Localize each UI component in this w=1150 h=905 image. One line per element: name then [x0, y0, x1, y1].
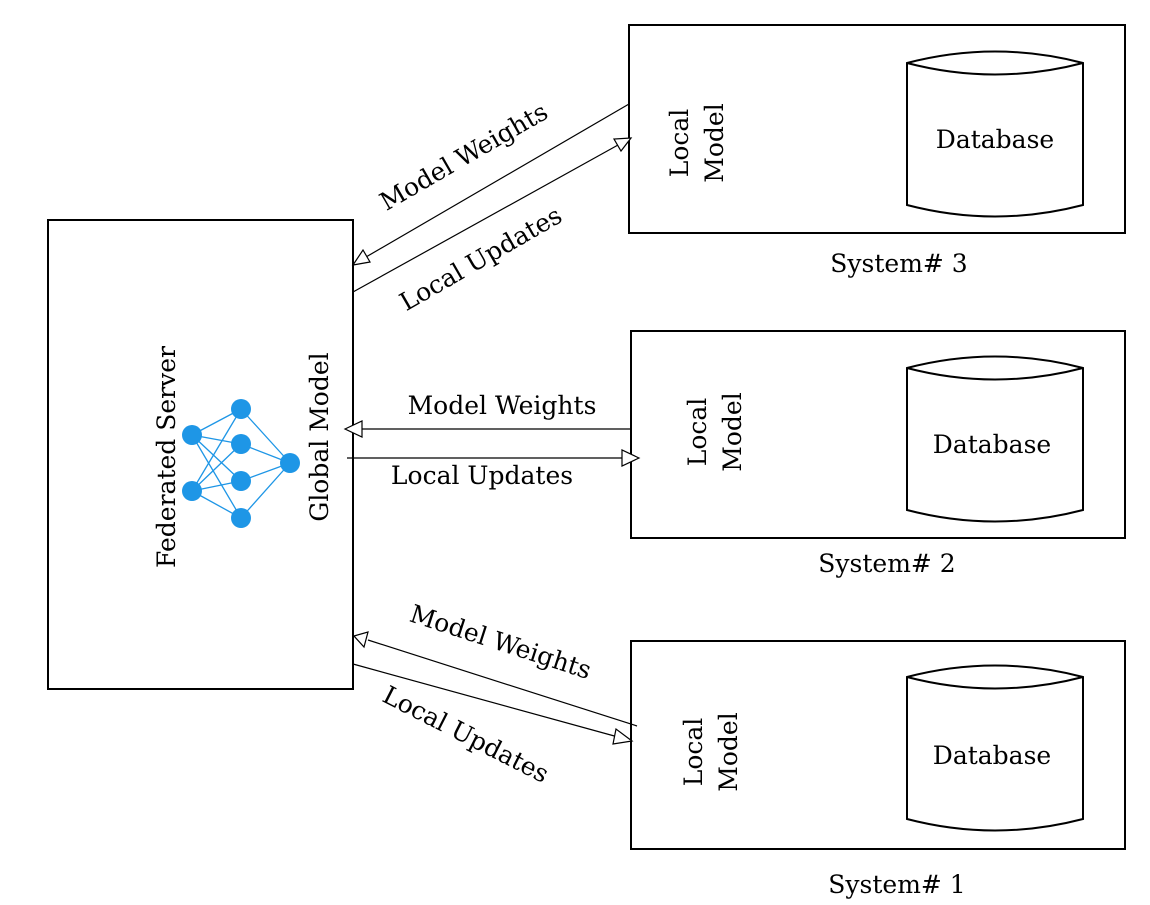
- global-model-label: Global Model: [305, 352, 334, 521]
- system-2-database-label: Database: [933, 430, 1051, 459]
- system-3-local-model-line1: Local: [665, 109, 694, 178]
- neural-network-icon: [182, 399, 300, 528]
- local-updates-label-3: Local Updates: [395, 201, 567, 317]
- system-1-box: Local Model Database: [630, 640, 1126, 850]
- local-updates-arrow-2: [347, 449, 641, 467]
- model-weights-arrow-3: [351, 103, 630, 266]
- model-weights-arrow-2: [343, 420, 631, 438]
- system-2-box: Local Model Database: [630, 330, 1126, 539]
- system-3-database-icon: [906, 50, 1084, 218]
- system-1-label: System# 1: [828, 870, 965, 899]
- local-updates-label-2: Local Updates: [391, 461, 573, 490]
- local-updates-arrow-1: [352, 663, 634, 745]
- system-2-local-model-line1: Local: [683, 398, 712, 467]
- system-1-database-label: Database: [933, 741, 1051, 770]
- local-updates-label-1: Local Updates: [378, 680, 553, 789]
- model-weights-label-3: Model Weights: [375, 97, 553, 217]
- model-weights-label-1: Model Weights: [406, 599, 595, 685]
- system-2-local-model-line2: Model: [718, 392, 747, 471]
- system-3-database-label: Database: [936, 125, 1054, 154]
- federated-server-label: Federated Server: [152, 346, 181, 568]
- model-weights-label-2: Model Weights: [408, 391, 597, 420]
- local-updates-arrow-3: [352, 137, 633, 293]
- model-weights-arrow-1: [352, 631, 638, 727]
- system-3-label: System# 3: [830, 249, 967, 278]
- system-2-label: System# 2: [818, 549, 955, 578]
- system-1-local-model-line1: Local: [679, 718, 708, 787]
- federated-server-box: [47, 219, 354, 690]
- system-1-local-model-line2: Model: [714, 712, 743, 791]
- system-2-database-icon: [906, 355, 1084, 523]
- system-3-local-model-line2: Model: [700, 103, 729, 182]
- system-3-box: Local Model Database: [628, 24, 1126, 234]
- system-1-database-icon: [906, 664, 1084, 832]
